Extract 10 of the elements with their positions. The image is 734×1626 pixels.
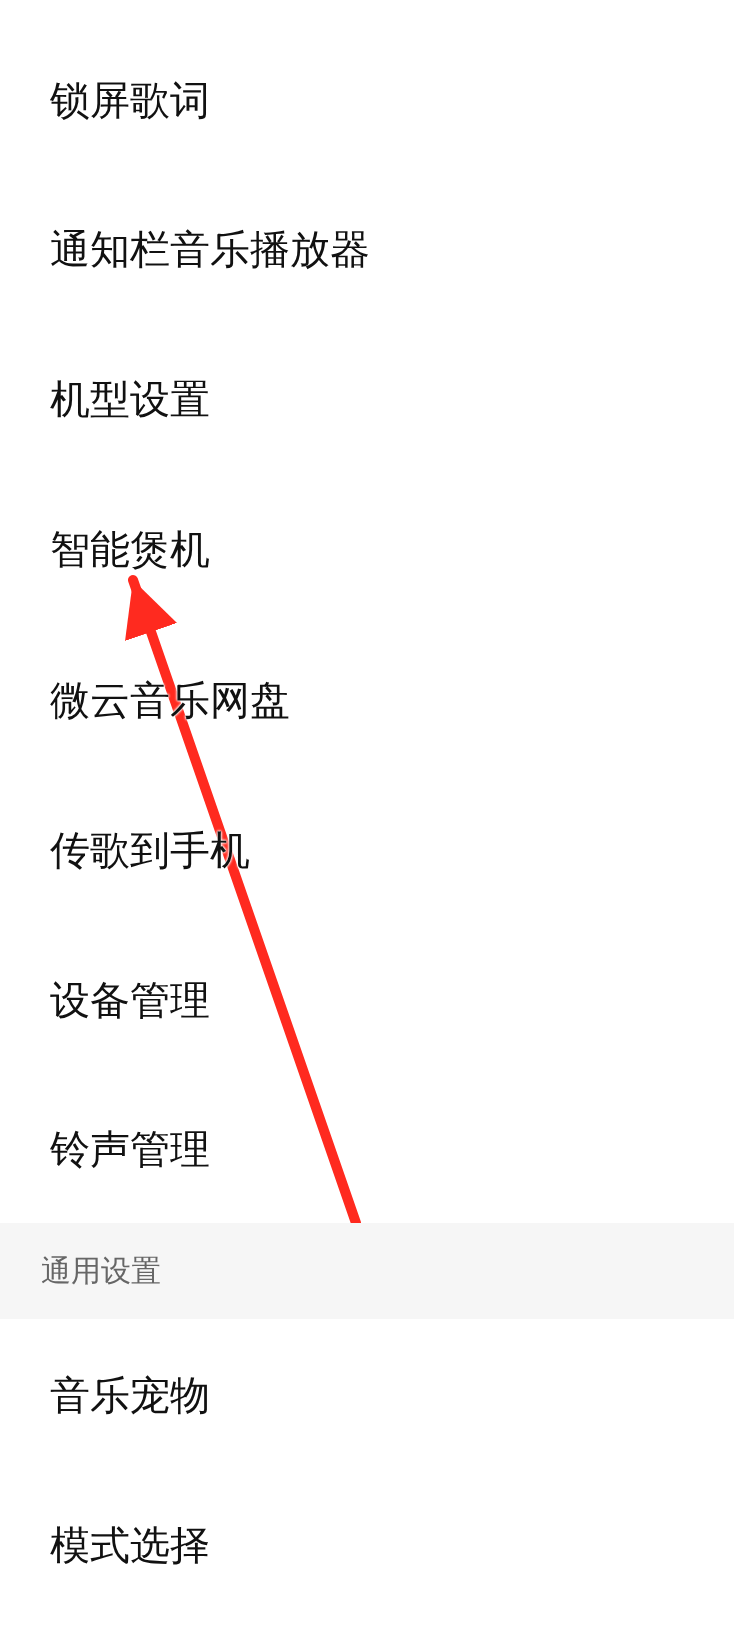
menu-item-label: 锁屏歌词 xyxy=(50,75,210,125)
menu-item-label: 铃声管理 xyxy=(50,1124,210,1174)
menu-item-label: 机型设置 xyxy=(50,374,210,424)
section-header-band xyxy=(0,1223,734,1319)
menu-item-label: 模式选择 xyxy=(50,1520,210,1570)
menu-item-label: 通知栏音乐播放器 xyxy=(50,224,370,274)
menu-item-label: 智能煲机 xyxy=(50,524,210,574)
section-header-text: 通用设置 xyxy=(41,1252,161,1290)
menu-item-label: 音乐宠物 xyxy=(50,1370,210,1420)
menu-item-label: 设备管理 xyxy=(50,975,210,1025)
